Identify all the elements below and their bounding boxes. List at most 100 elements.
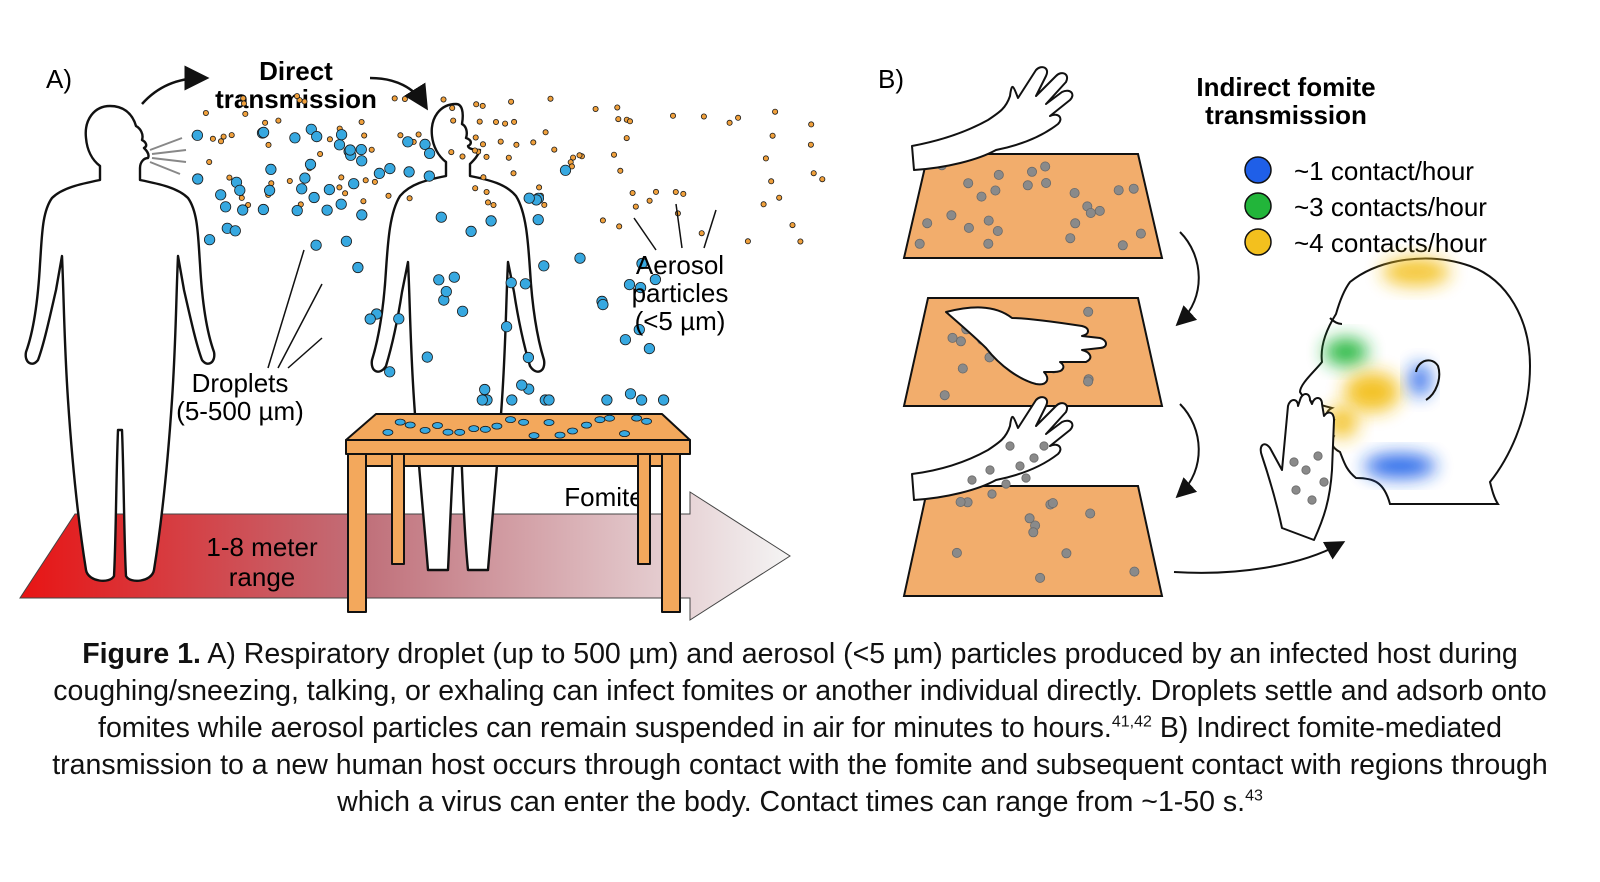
aerosol-particle — [592, 106, 599, 113]
virus-particle — [1117, 240, 1128, 251]
aerosol-particle — [611, 151, 618, 158]
virus-particle — [985, 465, 995, 475]
droplet — [335, 198, 347, 210]
aerosol-particle — [342, 190, 349, 197]
virus-particle — [1094, 205, 1105, 216]
virus-particle — [946, 210, 957, 221]
virus-particle — [983, 215, 994, 226]
exhale-lines — [149, 137, 187, 175]
droplet — [344, 144, 356, 156]
aerosol-particle — [385, 192, 392, 199]
droplets-label-line2: (5-500 µm) — [176, 396, 304, 426]
aerosol-particle — [472, 185, 479, 192]
droplet — [649, 273, 662, 286]
aerosol-particle — [490, 201, 497, 208]
aerosol-particle — [448, 149, 455, 156]
ear — [1415, 359, 1441, 401]
aerosol-label-line1: Aerosol — [636, 250, 724, 280]
droplet — [601, 394, 613, 406]
droplet — [419, 138, 431, 150]
aerosol-particle — [599, 217, 606, 224]
droplet — [505, 277, 517, 289]
flow-arrow-2 — [1175, 403, 1200, 499]
settled-droplet — [454, 428, 466, 436]
aerosol-particle — [769, 132, 776, 139]
virus-particle — [1027, 166, 1038, 177]
aerosol-particle — [810, 170, 817, 177]
caption-figure-number: Figure 1. — [82, 638, 201, 670]
aerosol-particle — [401, 96, 408, 103]
aerosol-particle — [760, 201, 767, 208]
virus-particle — [1070, 218, 1081, 229]
indirect-title-line2: transmission — [1205, 100, 1367, 130]
droplet — [465, 225, 477, 237]
virus-particle — [947, 332, 958, 343]
virus-particle — [1047, 498, 1058, 509]
legend-swatch-1 — [1244, 156, 1272, 184]
aerosol-particle — [789, 222, 796, 229]
aerosol-particle — [368, 146, 375, 153]
legend-swatch-2 — [1244, 192, 1272, 220]
settled-droplet — [631, 414, 642, 422]
droplet — [192, 173, 204, 185]
droplet — [289, 132, 301, 144]
droplet — [355, 144, 367, 156]
aerosol-particle — [471, 147, 478, 154]
legend-swatch-3 — [1244, 228, 1272, 256]
virus-particle — [1065, 233, 1076, 244]
virus-particle — [957, 363, 968, 374]
flow-arrow-1 — [1175, 231, 1200, 327]
aerosol-particle — [483, 188, 490, 195]
figure-illustration: A) 1-8 meter range Fomite Direct transmi… — [19, 56, 1532, 621]
aerosol-particle — [265, 141, 272, 148]
fomite-label: Fomite — [564, 482, 643, 512]
aerosol-particle — [238, 194, 245, 201]
settled-droplet — [505, 416, 516, 424]
virus-particle — [1015, 461, 1025, 471]
droplet — [237, 204, 249, 216]
droplet — [506, 394, 518, 406]
aerosol-particle — [449, 105, 456, 112]
caption-part-2: B) Indirect fomite-mediated transmission… — [52, 712, 1548, 818]
aerosol-particle — [807, 141, 814, 148]
aerosol-particle — [202, 110, 209, 117]
aerosol-particle — [317, 150, 324, 157]
virus-particle — [922, 218, 933, 229]
aerosol-particle — [670, 112, 677, 119]
droplet — [421, 351, 433, 363]
virus-particle — [1085, 207, 1096, 218]
aerosol-particle — [672, 188, 679, 195]
virus-particle — [1319, 477, 1329, 487]
aerosol-particle — [217, 138, 224, 145]
droplet — [448, 271, 460, 283]
virus-particle — [1022, 180, 1033, 191]
aerosol-particle — [542, 129, 549, 136]
aerosol-particle — [206, 158, 213, 165]
virus-particle — [1029, 453, 1039, 463]
aerosol-particle — [530, 139, 537, 146]
aerosol-particle — [358, 119, 365, 126]
aerosol-particle — [415, 131, 422, 138]
droplet — [633, 323, 645, 336]
droplet — [619, 334, 632, 346]
droplet — [393, 313, 405, 325]
aerosol-particle — [680, 190, 687, 197]
virus-particle — [993, 169, 1004, 180]
aerosol-particle — [623, 135, 630, 142]
droplet — [597, 298, 609, 311]
droplet — [234, 184, 246, 196]
droplet — [523, 192, 535, 204]
aerosol-particle — [700, 113, 707, 120]
droplet — [624, 388, 637, 400]
virus-particle — [1129, 566, 1140, 577]
aerosol-particle — [617, 167, 624, 174]
droplet — [538, 260, 550, 272]
virus-particle — [1083, 306, 1094, 317]
virus-particle — [1128, 183, 1139, 194]
eye — [1329, 317, 1343, 325]
droplet — [403, 166, 415, 178]
aerosol-particle — [570, 154, 577, 161]
droplet — [356, 209, 368, 221]
droplet — [220, 201, 232, 213]
aerosol-particle — [459, 153, 466, 160]
